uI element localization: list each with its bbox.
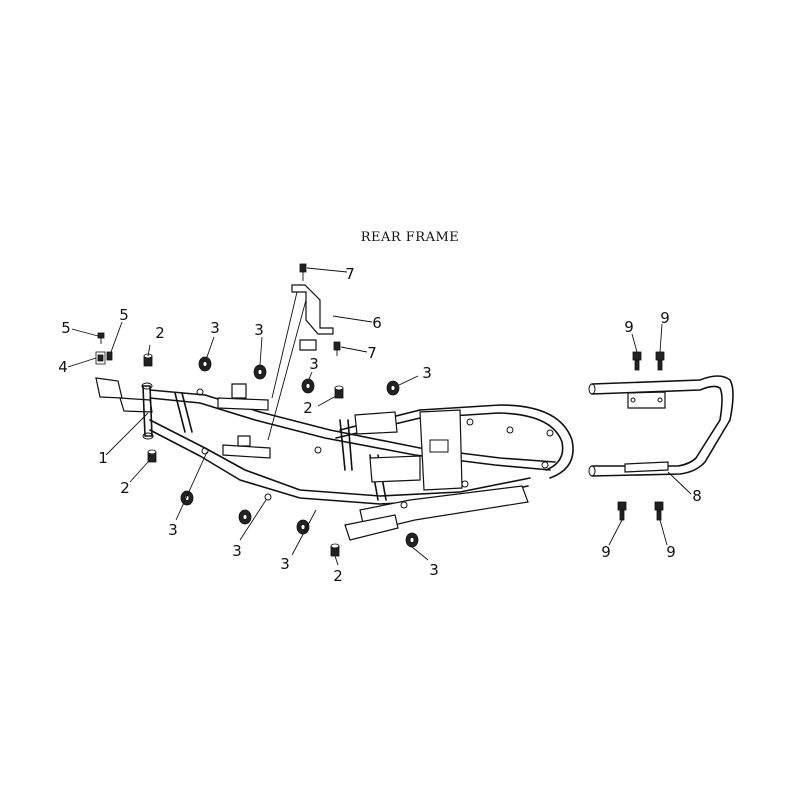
upper-rail-outer	[149, 389, 556, 463]
rubber-bushing	[198, 356, 212, 372]
rubber-bushing	[405, 532, 419, 548]
flange-nut	[334, 385, 344, 399]
rail-hole-6	[196, 388, 204, 396]
callout-3d: 3	[422, 364, 432, 382]
upper-rail-inner	[149, 397, 551, 471]
left-upper-bracket	[95, 377, 123, 399]
rear-lower-plate-tab	[344, 514, 399, 541]
rear-grab-bar	[588, 375, 734, 477]
center-box	[419, 409, 463, 491]
grab-bar-inner	[591, 385, 723, 467]
rubber-bushing	[386, 380, 400, 396]
bracket-6-link-1	[271, 291, 298, 399]
rear-loop-outer	[419, 404, 574, 479]
grab-bar-plate-hole-1	[630, 397, 636, 403]
lower-bracket-plate	[222, 444, 271, 459]
bolt-9-bottom-right	[654, 501, 664, 521]
rear-frame-assembly	[95, 377, 574, 541]
callout-3a: 3	[210, 319, 220, 337]
leader-lines	[67, 267, 692, 566]
callout-9b: 9	[660, 309, 670, 327]
loop-hole-4	[541, 461, 549, 469]
front-diagonal-strut	[174, 392, 186, 433]
callout-9c: 9	[601, 543, 611, 561]
rear-loop-inner	[419, 412, 564, 471]
bolt-7-mid	[333, 341, 341, 356]
callout-5b: 5	[119, 306, 129, 324]
bolt-5-right	[106, 351, 113, 361]
grab-bar-bottom-plate	[624, 461, 669, 473]
callout-2b: 2	[155, 324, 165, 342]
callout-9a: 9	[624, 318, 634, 336]
seat-support-bracket	[267, 284, 334, 441]
front-diagonal-strut-inner	[181, 392, 193, 433]
callout-9d: 9	[666, 543, 676, 561]
left-lower-bracket	[119, 397, 153, 413]
callout-2a: 2	[120, 479, 130, 497]
callout-3e: 3	[168, 521, 178, 539]
bolt-7-top	[299, 263, 307, 281]
grab-bar-top-plate	[627, 391, 666, 409]
rubber-bushing	[180, 490, 194, 506]
callout-3b: 3	[254, 321, 264, 339]
center-box-side	[369, 455, 421, 483]
rubber-bushing	[253, 364, 267, 380]
bracket-6-foot	[299, 339, 317, 351]
rubber-bushing	[238, 509, 252, 525]
callout-6: 6	[372, 314, 382, 332]
rubber-bushing	[301, 378, 315, 394]
lower-bracket-tab	[237, 435, 251, 447]
flange-nut	[147, 449, 157, 463]
callout-1: 1	[98, 449, 108, 467]
callout-7a: 7	[345, 265, 355, 283]
callout-8: 8	[692, 487, 702, 505]
bolt-9-top-left	[632, 351, 642, 371]
seat-bracket-front	[217, 397, 269, 411]
loop-hole-3	[546, 429, 554, 437]
mid-vertical-strut	[339, 419, 346, 471]
callout-2d: 2	[333, 567, 343, 585]
loop-hole-1	[466, 418, 474, 426]
callout-labels: 1 2 2 2 2 3 3 3 3 3 3 3 3 4 5 5 6 7 7 8 …	[58, 265, 702, 585]
callout-4: 4	[58, 358, 68, 376]
rail-hole-4	[400, 501, 408, 509]
grab-bar-outer	[591, 375, 734, 477]
grab-bar-plate-hole-2	[657, 397, 663, 403]
seat-bracket-tab	[231, 383, 247, 399]
grab-bar-end-top	[588, 383, 596, 395]
hardware	[95, 263, 665, 557]
center-box-window	[429, 439, 449, 453]
callout-2c: 2	[303, 399, 313, 417]
cross-tube-bottom-end	[142, 432, 154, 440]
rail-hole-3	[314, 446, 322, 454]
rail-hole-1	[201, 447, 209, 455]
bolt-5-left	[97, 332, 105, 344]
rail-hole-5	[461, 480, 469, 488]
bracket-6-body	[291, 284, 334, 335]
callout-5a: 5	[61, 319, 71, 337]
mid-vertical-strut-inner	[347, 419, 353, 471]
callout-3f: 3	[232, 542, 242, 560]
clip-4	[95, 351, 106, 365]
callout-3c: 3	[309, 355, 319, 373]
cross-tube-top-end	[141, 382, 153, 390]
rubber-bushing	[296, 519, 310, 535]
bracket-6-link-2	[267, 299, 307, 441]
center-tray-top	[354, 411, 398, 435]
diagram-title: REAR FRAME	[361, 230, 460, 245]
bolt-9-bottom-left	[617, 501, 627, 521]
flange-nut	[330, 543, 340, 557]
callout-7b: 7	[367, 344, 377, 362]
callout-3g: 3	[280, 555, 290, 573]
rail-hole-2	[264, 493, 272, 501]
loop-hole-2	[506, 426, 514, 434]
bolt-9-top-right	[655, 351, 665, 371]
grab-bar-end-bottom	[588, 465, 596, 477]
callout-3h: 3	[429, 561, 439, 579]
left-cross-tube	[142, 385, 153, 437]
